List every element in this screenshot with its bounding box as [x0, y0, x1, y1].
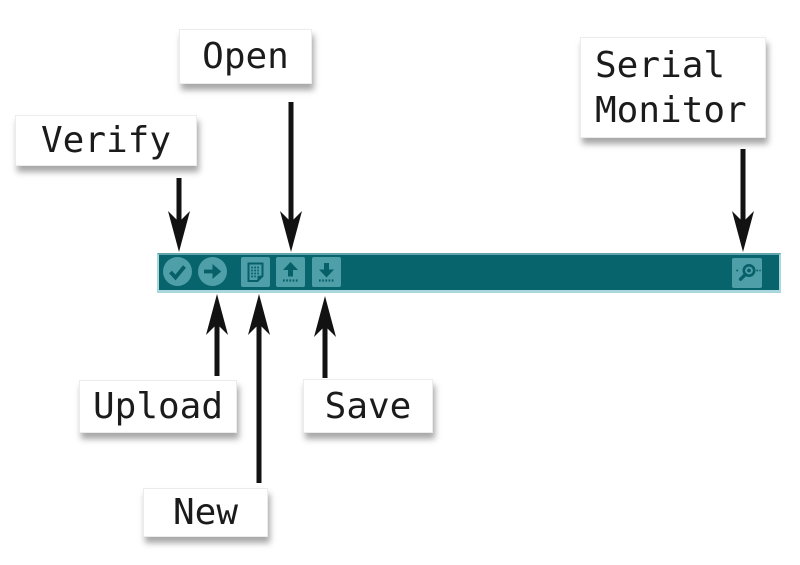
arrow-down-icon	[280, 102, 302, 252]
arrow-down-icon	[168, 178, 190, 252]
callout-upload-label: Upload	[92, 386, 224, 427]
save-arrow	[311, 296, 339, 378]
save-button[interactable]	[312, 257, 341, 287]
callout-serial-monitor: Serial Monitor	[580, 37, 766, 138]
new-button[interactable]	[241, 257, 270, 287]
callout-open-label: Open	[202, 36, 289, 77]
checkmark-icon	[169, 265, 186, 281]
open-arrow	[277, 102, 305, 252]
verify-button[interactable]	[163, 257, 192, 286]
open-button[interactable]	[276, 257, 305, 287]
callout-open: Open	[179, 29, 312, 84]
callout-new-label: New	[172, 492, 239, 533]
callout-save-label: Save	[324, 385, 412, 427]
verify-arrow	[165, 178, 193, 252]
callout-serial-monitor-label: Serial Monitor	[595, 44, 747, 131]
arrow-down-tray-icon	[319, 263, 335, 282]
serial-monitor-button[interactable]	[732, 258, 762, 288]
callout-verify-label: Verify	[40, 120, 172, 161]
new-arrow	[245, 294, 273, 483]
new-document-icon	[247, 262, 264, 282]
arrow-up-tray-icon	[283, 262, 299, 282]
arrow-down-icon	[732, 149, 754, 252]
upload-button[interactable]	[198, 257, 227, 286]
callout-verify: Verify	[15, 115, 197, 166]
arrow-up-icon	[248, 294, 270, 483]
arrow-right-icon	[204, 264, 222, 279]
arrow-up-icon	[314, 296, 336, 378]
arrow-up-icon	[206, 294, 228, 376]
callout-save: Save	[303, 379, 433, 433]
magnifier-icon	[736, 264, 761, 281]
callout-new: New	[143, 488, 268, 537]
serial-monitor-arrow	[729, 149, 757, 252]
upload-arrow	[203, 294, 231, 376]
callout-upload: Upload	[79, 380, 237, 433]
